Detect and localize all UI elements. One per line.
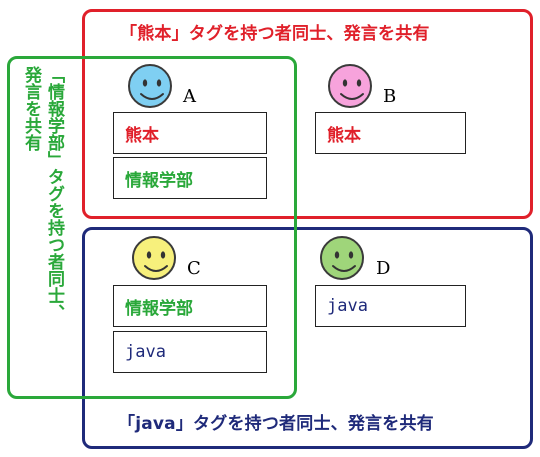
smiley-face-icon [332,251,356,272]
java-group-caption: 「java」タグを持つ者同士、発言を共有 [118,414,434,434]
kumamoto-group-box [82,9,533,219]
person-a-tag-joho: 情報学部 [113,157,267,199]
person-b-label: B [383,86,397,107]
person-a-tag-kumamoto: 熊本 [113,112,267,154]
kumamoto-group-caption: 「熊本」タグを持つ者同士、発言を共有 [120,24,430,44]
joho-group-caption-line1: 「情報学部」タグを持つ者同士、 [44,66,64,321]
person-c-label: C [187,258,201,279]
person-b-tag-kumamoto: 熊本 [315,112,466,154]
java-group-box [82,227,533,449]
smiley-face-icon [140,79,164,100]
person-b-smiley-icon [328,64,372,108]
person-a-label: A [183,86,196,107]
joho-group-box [7,56,297,399]
person-d-label: D [376,258,391,279]
smiley-face-icon [144,251,168,272]
person-d-smiley-icon [320,236,364,280]
person-a-smiley-icon [128,64,172,108]
smiley-face-icon [340,79,364,100]
joho-group-caption-line2: 発言を共有 [21,66,41,151]
person-d-tag-java: java [315,285,466,327]
person-c-smiley-icon [132,236,176,280]
person-c-tag-java: java [113,331,267,373]
person-c-tag-joho: 情報学部 [113,285,267,327]
